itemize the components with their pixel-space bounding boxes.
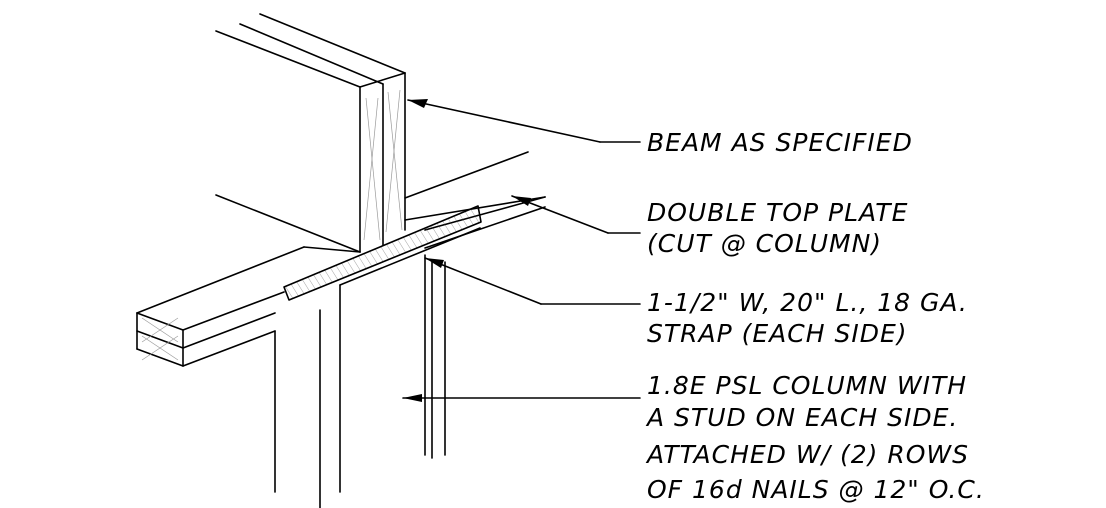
leader-column	[402, 394, 641, 402]
callout-strap: 1-1/2" W, 20" L., 18 GA. STRAP (EACH SID…	[647, 288, 968, 348]
column-and-studs	[274, 254, 446, 508]
callout-beam: BEAM AS SPECIFIED	[647, 128, 913, 157]
callout-top-plate-line-2: (CUT @ COLUMN)	[647, 229, 882, 258]
callout-strap-line-2: STRAP (EACH SIDE)	[647, 319, 908, 348]
callout-column-line-4: OF 16d NAILS @ 12" O.C.	[647, 475, 985, 504]
callout-top-plate: DOUBLE TOP PLATE (CUT @ COLUMN)	[647, 198, 908, 258]
callout-column-line-3: ATTACHED W/ (2) ROWS	[645, 440, 969, 469]
strap	[283, 205, 482, 301]
leader-top-plate	[511, 195, 641, 234]
leader-strap	[424, 257, 641, 305]
callout-strap-line-1: 1-1/2" W, 20" L., 18 GA.	[647, 288, 968, 317]
callout-column-line-2: A STUD ON EACH SIDE.	[645, 403, 958, 432]
beam	[215, 13, 406, 253]
double-top-plate	[136, 151, 546, 367]
callout-top-plate-line-1: DOUBLE TOP PLATE	[647, 198, 908, 227]
callout-column: 1.8E PSL COLUMN WITH A STUD ON EACH SIDE…	[645, 371, 985, 504]
callout-column-line-1: 1.8E PSL COLUMN WITH	[647, 371, 967, 400]
leader-beam	[407, 99, 641, 143]
callout-beam-line-1: BEAM AS SPECIFIED	[647, 128, 913, 157]
